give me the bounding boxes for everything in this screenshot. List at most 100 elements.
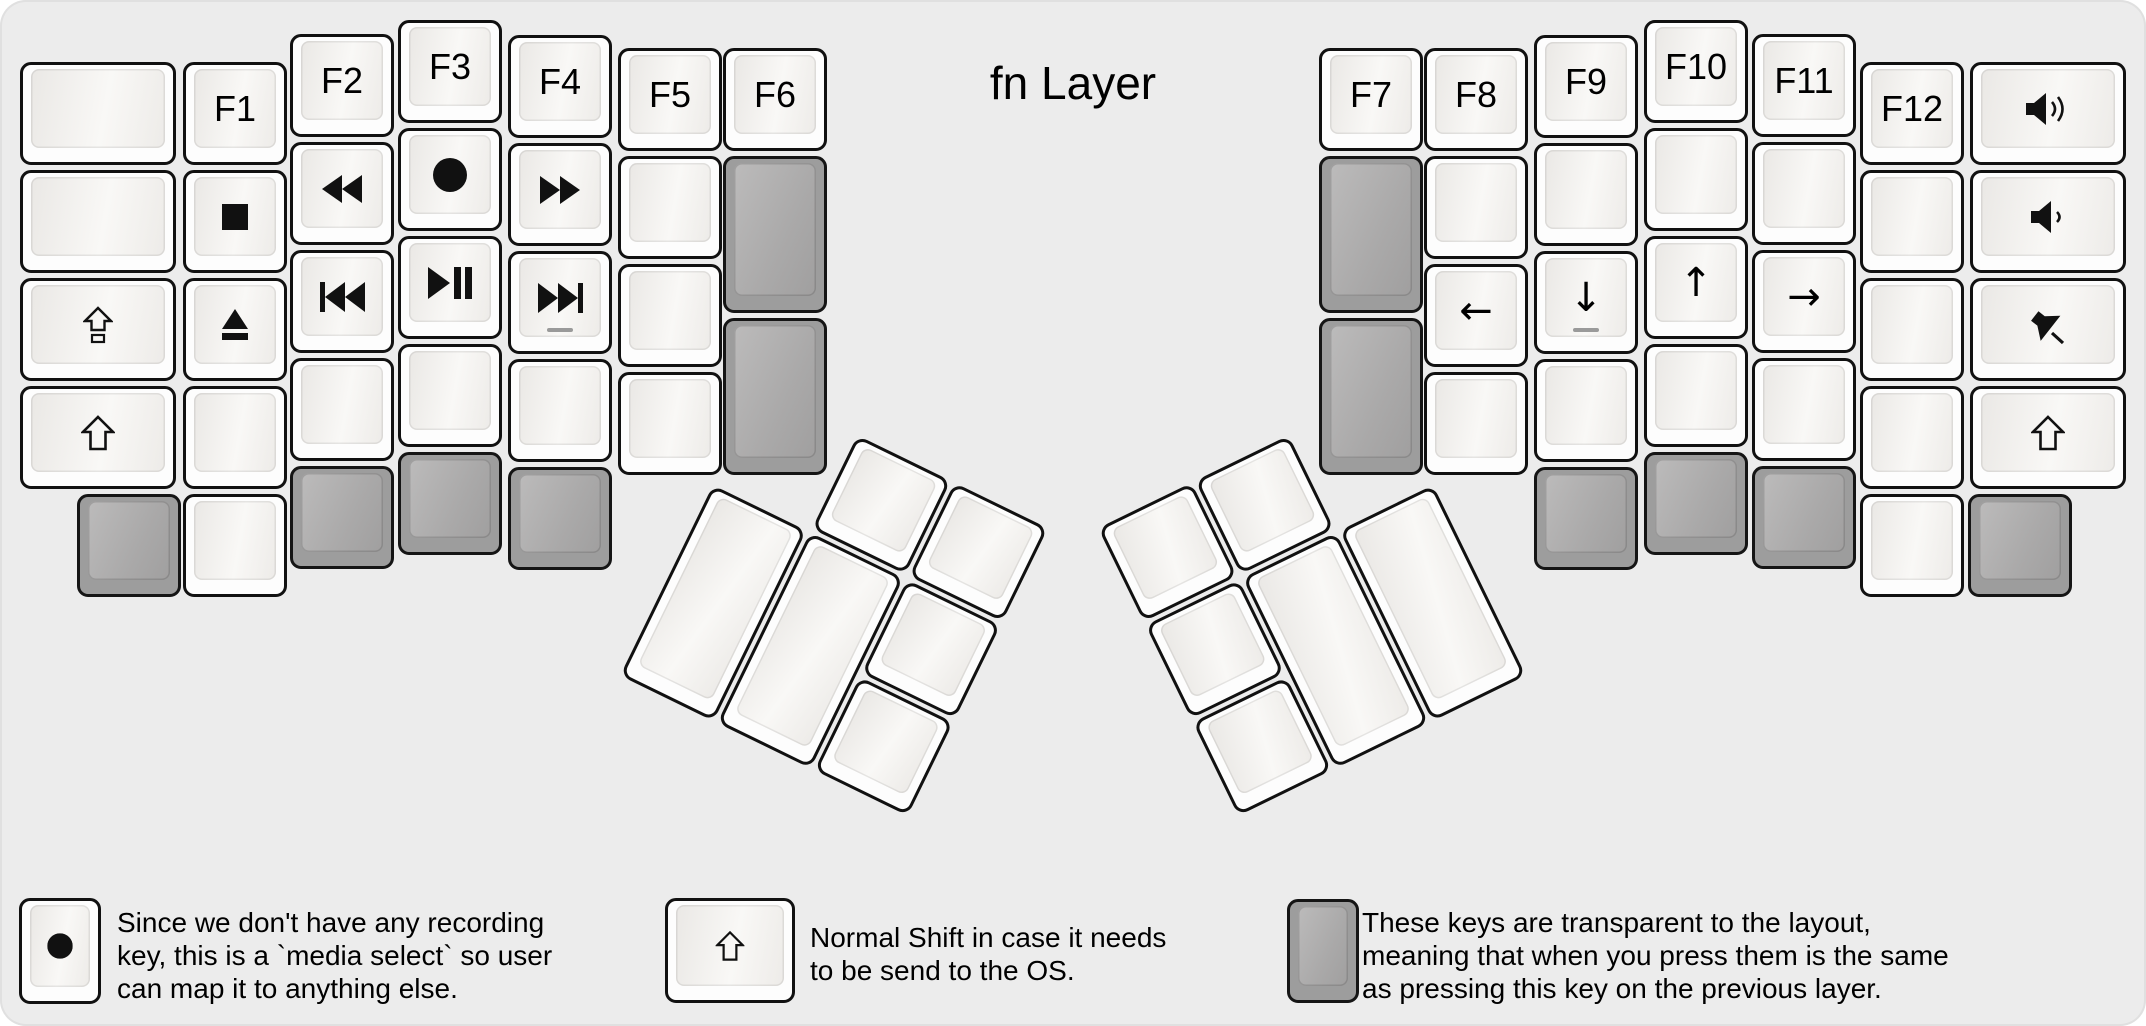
key-blank[interactable] [508, 359, 612, 462]
key-f12[interactable]: F12 [1860, 62, 1964, 165]
rewind-icon [322, 174, 362, 203]
key-blank[interactable] [290, 358, 394, 461]
homing-dash [1573, 328, 1599, 332]
key-blank[interactable] [20, 170, 176, 273]
key-label: ← [1459, 287, 1493, 334]
key-f7[interactable]: F7 [1319, 48, 1423, 151]
key-volume-up[interactable] [1970, 62, 2126, 165]
key-f3[interactable]: F3 [398, 20, 502, 123]
shift-icon [81, 414, 115, 451]
key-arrow-down[interactable]: ↓ [1534, 251, 1638, 354]
key-blank[interactable] [183, 494, 287, 597]
key-blank[interactable] [1860, 278, 1964, 381]
key-arrow-left[interactable]: ← [1424, 264, 1528, 367]
key-shift-right[interactable] [1970, 386, 2126, 489]
key-blank[interactable] [1644, 128, 1748, 231]
key-transparent[interactable] [1752, 466, 1856, 569]
key-eject[interactable] [183, 278, 287, 381]
key-rewind[interactable] [290, 142, 394, 245]
key-transparent[interactable] [1968, 494, 2072, 597]
eject-icon [222, 309, 248, 340]
key-volume-down[interactable] [1970, 170, 2126, 273]
key-arrow-right[interactable]: → [1752, 250, 1856, 353]
key-transparent[interactable] [1319, 156, 1423, 313]
key-fast-forward[interactable] [508, 143, 612, 246]
key-blank[interactable] [618, 264, 722, 367]
key-blank[interactable] [1424, 372, 1528, 475]
key-transparent[interactable] [723, 156, 827, 313]
key-f5[interactable]: F5 [618, 48, 722, 151]
key-next-track[interactable] [508, 251, 612, 354]
key-blank[interactable] [1534, 143, 1638, 246]
key-shift-left[interactable] [20, 386, 176, 489]
record-icon [47, 933, 73, 959]
key-blank[interactable] [1752, 358, 1856, 461]
key-blank[interactable] [20, 62, 176, 165]
shift-icon [2031, 414, 2065, 451]
key-label: F12 [1880, 87, 1944, 129]
key-label: F10 [1664, 45, 1728, 87]
key-transparent[interactable] [77, 494, 181, 597]
key-transparent[interactable] [1534, 467, 1638, 570]
play-pause-icon [428, 266, 472, 299]
key-transparent[interactable] [723, 318, 827, 475]
key-label: F7 [1349, 73, 1392, 115]
key-label: F5 [648, 73, 691, 115]
key-label: F2 [320, 59, 363, 101]
key-blank[interactable] [1534, 359, 1638, 462]
key-f2[interactable]: F2 [290, 34, 394, 137]
key-label: F1 [213, 87, 256, 129]
key-f1[interactable]: F1 [183, 62, 287, 165]
legend-shift-text: Normal Shift in case it needs to be send… [810, 922, 1167, 986]
key-transparent[interactable] [398, 452, 502, 555]
key-blank[interactable] [618, 372, 722, 475]
next-track-icon [537, 282, 583, 313]
key-blank[interactable] [618, 156, 722, 259]
key-f4[interactable]: F4 [508, 35, 612, 138]
key-record[interactable] [398, 128, 502, 231]
key-play-pause[interactable] [398, 236, 502, 339]
key-label: F3 [428, 45, 471, 87]
key-f10[interactable]: F10 [1644, 20, 1748, 123]
page-title: fn Layer [989, 57, 1157, 109]
key-mute[interactable] [1970, 278, 2126, 381]
key-label: → [1787, 273, 1821, 320]
key-label: F9 [1564, 60, 1607, 102]
key-f6[interactable]: F6 [723, 48, 827, 151]
key-label: ↑ [1679, 259, 1713, 306]
legend-transparent-key [1287, 899, 1359, 1003]
homing-dash [547, 328, 573, 332]
legend-record-key [19, 898, 101, 1004]
key-blank[interactable] [183, 386, 287, 489]
key-blank[interactable] [1752, 142, 1856, 245]
key-label: F4 [538, 60, 581, 102]
record-icon [433, 157, 467, 192]
key-transparent[interactable] [290, 466, 394, 569]
legend-transparent-text: These keys are transparent to the layout… [1362, 907, 1949, 1004]
volume-down-icon [2031, 200, 2065, 234]
key-prev-track[interactable] [290, 250, 394, 353]
mute-icon [2028, 305, 2068, 345]
legend-record-text: Since we don't have any recording key, t… [117, 907, 553, 1004]
key-f8[interactable]: F8 [1424, 48, 1528, 151]
key-transparent[interactable] [1644, 452, 1748, 555]
key-blank[interactable] [1644, 344, 1748, 447]
key-caps-lock[interactable] [20, 278, 176, 381]
key-blank[interactable] [1860, 170, 1964, 273]
key-stop[interactable] [183, 170, 287, 273]
key-blank[interactable] [398, 344, 502, 447]
shift-icon [715, 930, 745, 961]
key-f11[interactable]: F11 [1752, 34, 1856, 137]
key-label: ↓ [1569, 274, 1603, 321]
key-blank[interactable] [1424, 156, 1528, 259]
key-blank[interactable] [1860, 386, 1964, 489]
key-transparent[interactable] [1319, 318, 1423, 475]
key-blank[interactable] [1860, 494, 1964, 597]
key-f9[interactable]: F9 [1534, 35, 1638, 138]
key-transparent[interactable] [508, 467, 612, 570]
legend-shift-key [665, 898, 795, 1003]
volume-up-icon [2026, 92, 2070, 126]
key-arrow-up[interactable]: ↑ [1644, 236, 1748, 339]
key-label: F11 [1774, 59, 1834, 101]
